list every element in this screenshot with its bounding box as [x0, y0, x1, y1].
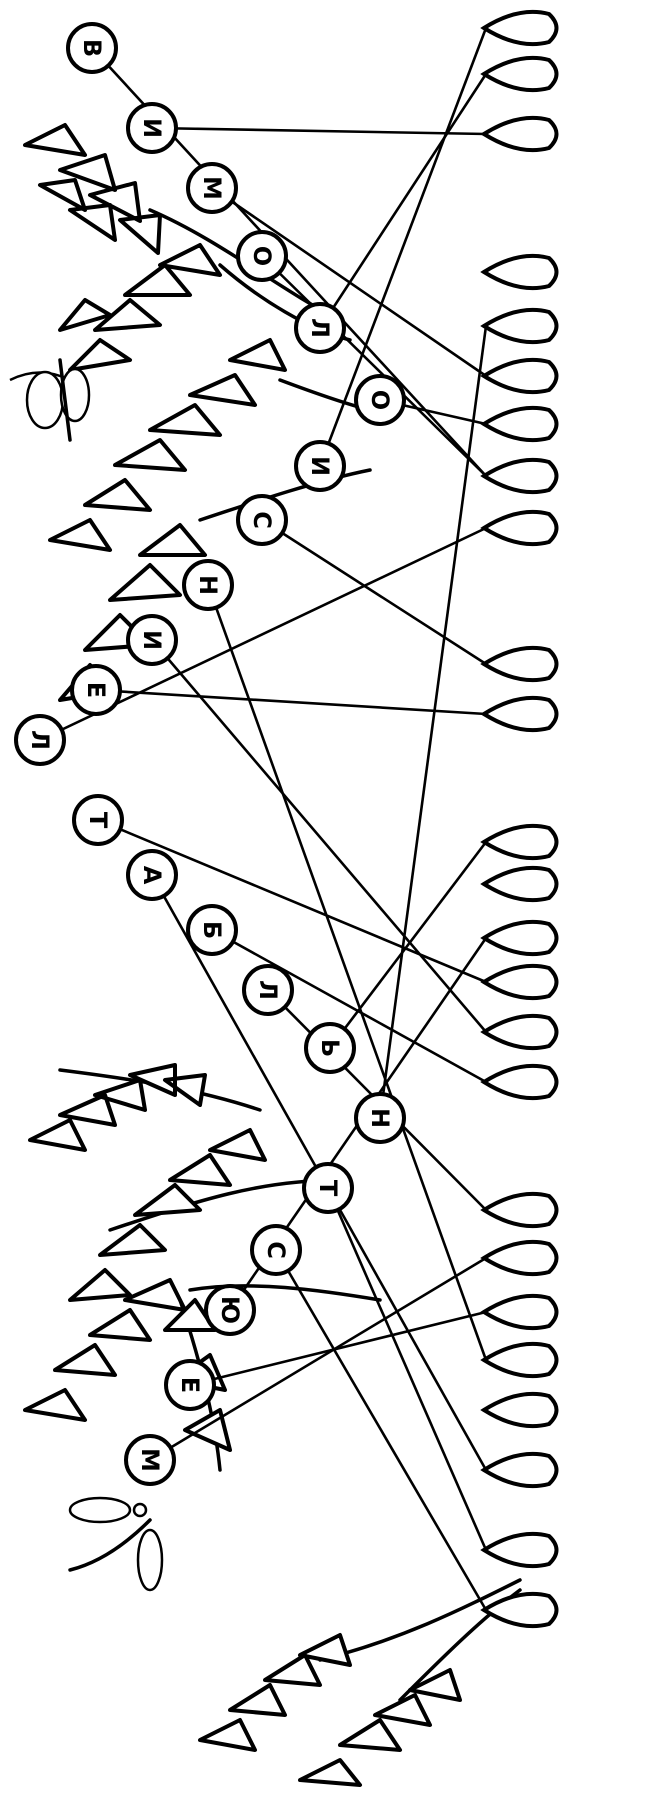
letter-label: И: [138, 118, 166, 138]
letter-label: И: [138, 630, 166, 650]
dragonfly-icon: [70, 1498, 162, 1590]
letter-node-4[interactable]: О: [238, 232, 286, 280]
connection-line-4: [262, 256, 486, 476]
letter-label: Л: [254, 980, 282, 1000]
letter-label: А: [138, 866, 166, 885]
letter-label: Т: [84, 812, 112, 829]
drop-target-13[interactable]: [484, 868, 557, 900]
wheat-ear-bottom-1: [200, 1580, 520, 1750]
letter-node-8[interactable]: С: [238, 496, 286, 544]
wheat-ear-middle-1: [30, 1065, 260, 1150]
letter-label: Е: [176, 1377, 204, 1393]
letter-label: М: [198, 176, 226, 200]
connection-line-18: [380, 326, 486, 1118]
letter-node-17[interactable]: Ь: [306, 1024, 354, 1072]
drop-target-9[interactable]: [484, 512, 557, 544]
letter-label: М: [136, 1448, 164, 1472]
drop-target-20[interactable]: [484, 1296, 557, 1328]
letter-label: Ю: [216, 1296, 244, 1324]
letter-label: Л: [306, 318, 334, 338]
letter-label: С: [248, 511, 276, 529]
drop-target-21[interactable]: [484, 1344, 557, 1376]
wheat-ear-middle-2: [70, 1130, 340, 1300]
letter-node-19[interactable]: Т: [304, 1164, 352, 1212]
letter-node-23[interactable]: М: [126, 1436, 174, 1484]
letter-label: Н: [366, 1108, 394, 1128]
letter-label: И: [306, 456, 334, 476]
letter-node-21[interactable]: Ю: [206, 1286, 254, 1334]
letter-node-7[interactable]: И: [296, 442, 344, 490]
drop-target-18[interactable]: [484, 1194, 557, 1226]
drop-target-16[interactable]: [484, 1016, 557, 1048]
drop-target-24[interactable]: [484, 1534, 557, 1566]
connection-line-8: [262, 520, 486, 664]
connection-line-2: [152, 128, 486, 134]
letter-node-11[interactable]: Е: [72, 666, 120, 714]
letter-node-10[interactable]: И: [128, 616, 176, 664]
drop-target-22[interactable]: [484, 1394, 557, 1426]
connection-line-5: [320, 74, 486, 328]
drop-target-14[interactable]: [484, 922, 557, 954]
letter-label: Б: [198, 921, 226, 939]
drop-target-15[interactable]: [484, 966, 557, 998]
letter-node-5[interactable]: Л: [296, 304, 344, 352]
drop-target-2[interactable]: [484, 58, 557, 90]
wheat-ear-bottom-2: [300, 1590, 520, 1785]
drop-target-3[interactable]: [484, 118, 557, 150]
letter-label: Е: [82, 682, 110, 698]
connection-line-11: [96, 690, 486, 714]
connection-line-17: [330, 842, 486, 1048]
letter-node-20[interactable]: С: [252, 1226, 300, 1274]
drop-target-4[interactable]: [484, 256, 557, 288]
drop-target-23[interactable]: [484, 1454, 557, 1486]
drop-target-11[interactable]: [484, 698, 557, 730]
connection-line-20: [276, 1250, 486, 1610]
letter-node-14[interactable]: А: [128, 851, 176, 899]
connection-line-13: [98, 820, 486, 982]
drop-target-25[interactable]: [484, 1594, 557, 1626]
letter-node-18[interactable]: Н: [356, 1094, 404, 1142]
drop-target-17[interactable]: [484, 1066, 557, 1098]
drop-target-6[interactable]: [484, 360, 557, 392]
letter-label: Н: [194, 575, 222, 595]
drop-targets: [484, 12, 557, 1626]
letter-node-13[interactable]: Т: [74, 796, 122, 844]
letter-node-15[interactable]: Б: [188, 906, 236, 954]
letter-label: В: [78, 39, 106, 57]
letter-node-16[interactable]: Л: [244, 966, 292, 1014]
letter-node-1[interactable]: В: [68, 24, 116, 72]
letter-label: Ь: [316, 1039, 344, 1057]
letter-label: О: [366, 390, 394, 410]
dragonfly-icon: [10, 360, 89, 440]
drop-target-1[interactable]: [484, 12, 557, 44]
letter-node-9[interactable]: Н: [184, 561, 232, 609]
drop-target-7[interactable]: [484, 408, 557, 440]
letter-node-3[interactable]: М: [188, 164, 236, 212]
letter-label: Т: [314, 1180, 342, 1197]
drop-target-5[interactable]: [484, 310, 557, 342]
drop-target-10[interactable]: [484, 648, 557, 680]
letter-label: С: [262, 1241, 290, 1259]
letter-node-6[interactable]: О: [356, 376, 404, 424]
drop-target-19[interactable]: [484, 1242, 557, 1274]
drop-target-12[interactable]: [484, 826, 557, 858]
letter-node-22[interactable]: Е: [166, 1361, 214, 1409]
letter-label: Л: [26, 730, 54, 750]
letter-node-2[interactable]: И: [128, 104, 176, 152]
letter-label: О: [248, 246, 276, 266]
letter-node-12[interactable]: Л: [16, 716, 64, 764]
drop-target-8[interactable]: [484, 460, 557, 492]
connection-line-19: [328, 1188, 486, 1550]
